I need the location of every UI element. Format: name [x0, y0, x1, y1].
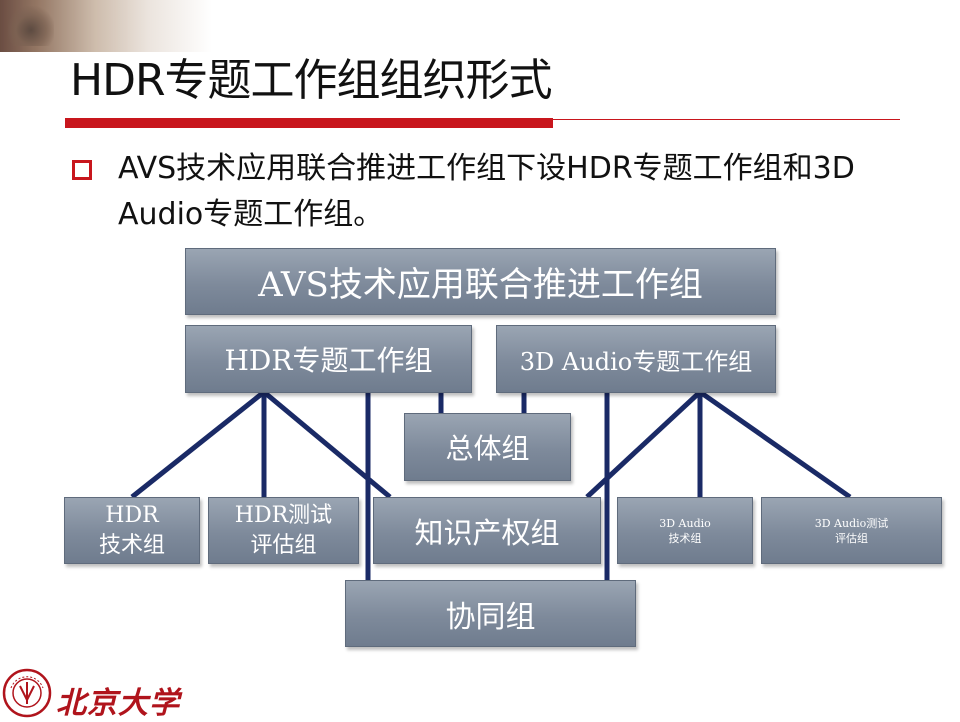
org-box-hdr-test: HDR测试 评估组 [208, 497, 359, 564]
org-box-general-label: 总体组 [445, 432, 530, 465]
org-box-ip-label: 知识产权组 [414, 515, 560, 550]
org-box-general: 总体组 [404, 413, 571, 481]
org-box-audio-tech: 3D Audio 技术组 [617, 497, 753, 564]
org-box-audio-tech-line1: 3D Audio [659, 516, 711, 530]
square-bullet-icon [72, 160, 92, 180]
org-box-coop-label: 协同组 [445, 599, 536, 635]
org-box-audio-test-line2: 评估组 [835, 531, 868, 545]
connector-audio-to-ip [585, 390, 702, 499]
connector-audio-to-audio-test [698, 389, 852, 500]
org-box-audio-group-label: 3D Audio专题工作组 [519, 347, 753, 376]
pku-logo-text: 北京大学 [56, 686, 180, 721]
org-box-audio-test-line1: 3D Audio测试 [814, 516, 889, 530]
slide-title: HDR专题工作组组织形式 [70, 55, 553, 106]
bullet-text: AVS技术应用联合推进工作组下设HDR专题工作组和3D Audio专题工作组。 [118, 151, 855, 232]
connector-hdr-to-ip [262, 390, 392, 499]
pku-seal-icon [2, 668, 52, 718]
org-box-coop: 协同组 [345, 580, 636, 647]
connector-hdr-to-hdr-tech [130, 390, 266, 499]
org-box-audio-tech-line2: 技术组 [668, 531, 702, 545]
org-box-root-label: AVS技术应用联合推进工作组 [258, 265, 703, 305]
org-box-audio-group: 3D Audio专题工作组 [496, 325, 776, 393]
title-underline-line [553, 119, 900, 120]
org-box-hdr-group-label: HDR专题工作组 [224, 344, 433, 377]
org-box-hdr-tech-line1: HDR [105, 502, 159, 528]
org-box-ip: 知识产权组 [373, 497, 601, 564]
title-underline-bar [65, 118, 553, 128]
org-box-hdr-test-line2: 评估组 [250, 532, 317, 558]
org-box-root: AVS技术应用联合推进工作组 [185, 248, 776, 315]
org-box-hdr-tech-line2: 技术组 [98, 532, 165, 558]
org-box-audio-test: 3D Audio测试 评估组 [761, 497, 942, 564]
org-box-hdr-group: HDR专题工作组 [185, 325, 472, 393]
org-box-hdr-test-line1: HDR测试 [234, 502, 333, 528]
org-box-hdr-tech: HDR 技术组 [64, 497, 200, 564]
header-corner-photo [0, 0, 212, 52]
